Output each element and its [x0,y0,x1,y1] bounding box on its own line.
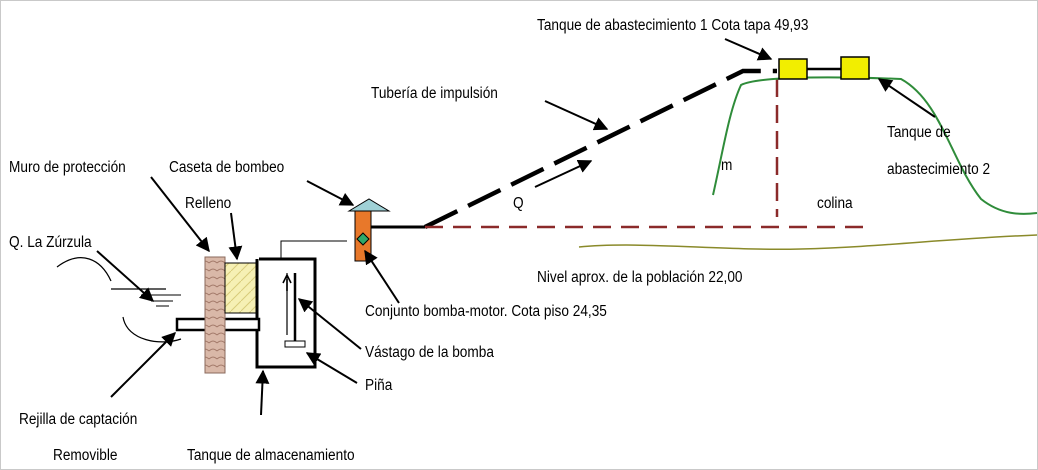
label-tanque2-line2: abastecimiento 2 [887,161,991,178]
ground-level-line [578,234,1037,250]
label-colina: colina [817,195,853,212]
label-pina: Piña [365,377,393,394]
pump-house-icon [347,198,425,262]
label-removible: Removible [53,447,118,464]
elevated-tank-icon [778,58,808,80]
hill-outline [712,76,1037,215]
impulsion-pipe [424,68,777,230]
label-tanque2-line1: Tanque de [887,124,951,141]
label-quebrada: Q. La Zúrzula [9,234,92,251]
label-nivel: Nivel aprox. de la población 22,00 [537,269,743,286]
label-muro: Muro de protección [9,159,126,176]
label-m: m [721,157,733,174]
label-tanque1: Tanque de abastecimiento 1 Cota tapa 49,… [537,17,809,34]
label-q: Q [513,195,524,212]
label-tuberia: Tubería de impulsión [371,85,498,102]
label-conjunto: Conjunto bomba-motor. Cota piso 24,35 [365,303,607,320]
label-caseta: Caseta de bombeo [169,159,285,176]
pump-motor-icon [356,232,370,246]
elevated-tank-2-icon [840,56,870,80]
protection-wall-icon [204,256,226,374]
label-relleno: Relleno [185,195,232,212]
storage-tank-icon [255,240,347,369]
leader-arrows [96,38,936,416]
label-rejilla: Rejilla de captación [19,411,138,428]
label-vastago: Vástago de la bomba [365,344,494,361]
flow-arrow [534,159,593,188]
label-tanque-almacenamiento: Tanque de almacenamiento [187,447,355,464]
fill-box [224,262,258,314]
